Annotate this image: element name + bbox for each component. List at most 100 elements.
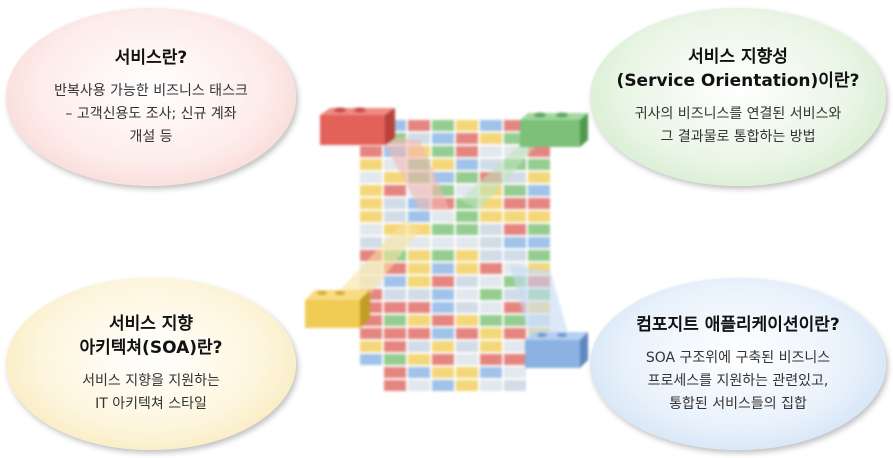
mosaic-cell [384, 211, 406, 222]
mosaic-cell [456, 172, 478, 183]
mosaic-cell [432, 315, 454, 326]
mosaic-cell [408, 289, 430, 300]
mosaic-cell [408, 237, 430, 248]
mosaic-cell [432, 341, 454, 352]
mosaic-cell [480, 289, 502, 300]
mosaic-cell [360, 211, 382, 222]
bubble-what-is-composite-application: 컴포지트 애플리케이션이란? SOA 구조위에 구축된 비즈니스 프로세스를 지… [590, 278, 886, 450]
mosaic-cell [432, 263, 454, 274]
bubble-title: 서비스란? [114, 47, 188, 68]
mosaic-cell [384, 159, 406, 170]
mosaic-cell [408, 120, 430, 131]
mosaic-cell [432, 185, 454, 196]
mosaic-cell [384, 315, 406, 326]
mosaic-cell [504, 250, 526, 261]
mosaic-cell [360, 315, 382, 326]
mosaic-cell [456, 237, 478, 248]
mosaic-cell [360, 185, 382, 196]
mosaic-cell [384, 328, 406, 339]
mosaic-cell [480, 133, 502, 144]
mosaic-cell [408, 276, 430, 287]
mosaic-cell [408, 250, 430, 261]
yellow-lego-block [305, 290, 370, 328]
bubble-title: 컴포지트 애플리케이션이란? [636, 314, 840, 335]
mosaic-cell [504, 198, 526, 209]
bubble-title: 서비스 지향 아키텍쳐(SOA)란? [79, 314, 223, 358]
mosaic-cell [456, 159, 478, 170]
mosaic-cell [528, 159, 550, 170]
mosaic-cell [504, 380, 526, 391]
mosaic-cell [432, 224, 454, 235]
mosaic-cell [432, 159, 454, 170]
mosaic-cell [456, 133, 478, 144]
mosaic-cell [504, 120, 526, 131]
mosaic-cell [432, 354, 454, 365]
mosaic-cell [432, 172, 454, 183]
mosaic-cell [432, 146, 454, 157]
mosaic-cell [528, 185, 550, 196]
mosaic-cell [528, 172, 550, 183]
mosaic-cell [384, 302, 406, 313]
mosaic-cell [456, 211, 478, 222]
mosaic-cell [432, 380, 454, 391]
mosaic-cell [360, 354, 382, 365]
mosaic-cell [480, 263, 502, 274]
mosaic-cell [504, 302, 526, 313]
mosaic-cell [408, 367, 430, 378]
mosaic-cell [480, 159, 502, 170]
mosaic-cell [456, 354, 478, 365]
blue-beam [510, 265, 570, 340]
mosaic-cell [384, 276, 406, 287]
mosaic-cell [504, 224, 526, 235]
mosaic-cell [360, 224, 382, 235]
mosaic-cell [360, 302, 382, 313]
mosaic-cell [504, 211, 526, 222]
red-lego-block [320, 107, 395, 145]
mosaic-cell [408, 341, 430, 352]
mosaic-cell [480, 328, 502, 339]
mosaic-cell [384, 341, 406, 352]
mosaic-cell [528, 250, 550, 261]
mosaic-cell [504, 354, 526, 365]
mosaic-cell [408, 315, 430, 326]
mosaic-cell [408, 380, 430, 391]
mosaic-cell [360, 250, 382, 261]
mosaic-cell [504, 341, 526, 352]
mosaic-cell [480, 380, 502, 391]
mosaic-cell [504, 289, 526, 300]
mosaic-cell [432, 120, 454, 131]
mosaic-cell [456, 341, 478, 352]
mosaic-cell [480, 198, 502, 209]
mosaic-cell [456, 302, 478, 313]
mosaic-cell [408, 133, 430, 144]
mosaic-cell [480, 224, 502, 235]
mosaic-cell [456, 367, 478, 378]
mosaic-cell [480, 315, 502, 326]
mosaic-cell [384, 172, 406, 183]
mosaic-cell [360, 159, 382, 170]
mosaic-cell [432, 302, 454, 313]
mosaic-cell [480, 250, 502, 261]
mosaic-cell [480, 367, 502, 378]
mosaic-cell [456, 224, 478, 235]
blue-lego-block [525, 332, 588, 368]
mosaic-cell [528, 263, 550, 274]
mosaic-cell [528, 146, 550, 157]
mosaic-cell [480, 237, 502, 248]
mosaic-cell [360, 237, 382, 248]
mosaic-cell [456, 315, 478, 326]
mosaic-cell [384, 289, 406, 300]
mosaic-cell [408, 211, 430, 222]
mosaic-cell [360, 146, 382, 157]
bubble-what-is-soa: 서비스 지향 아키텍쳐(SOA)란? 서비스 지향을 지원하는 IT 아키텍쳐 … [6, 278, 296, 450]
mosaic-cell [480, 276, 502, 287]
mosaic-cell [504, 328, 526, 339]
mosaic-cell [480, 120, 502, 131]
mosaic-cell [504, 315, 526, 326]
mosaic-cell [408, 328, 430, 339]
yellow-beam [340, 220, 420, 295]
mosaic-cell [504, 237, 526, 248]
mosaic-cell [528, 198, 550, 209]
mosaic-cell [456, 328, 478, 339]
